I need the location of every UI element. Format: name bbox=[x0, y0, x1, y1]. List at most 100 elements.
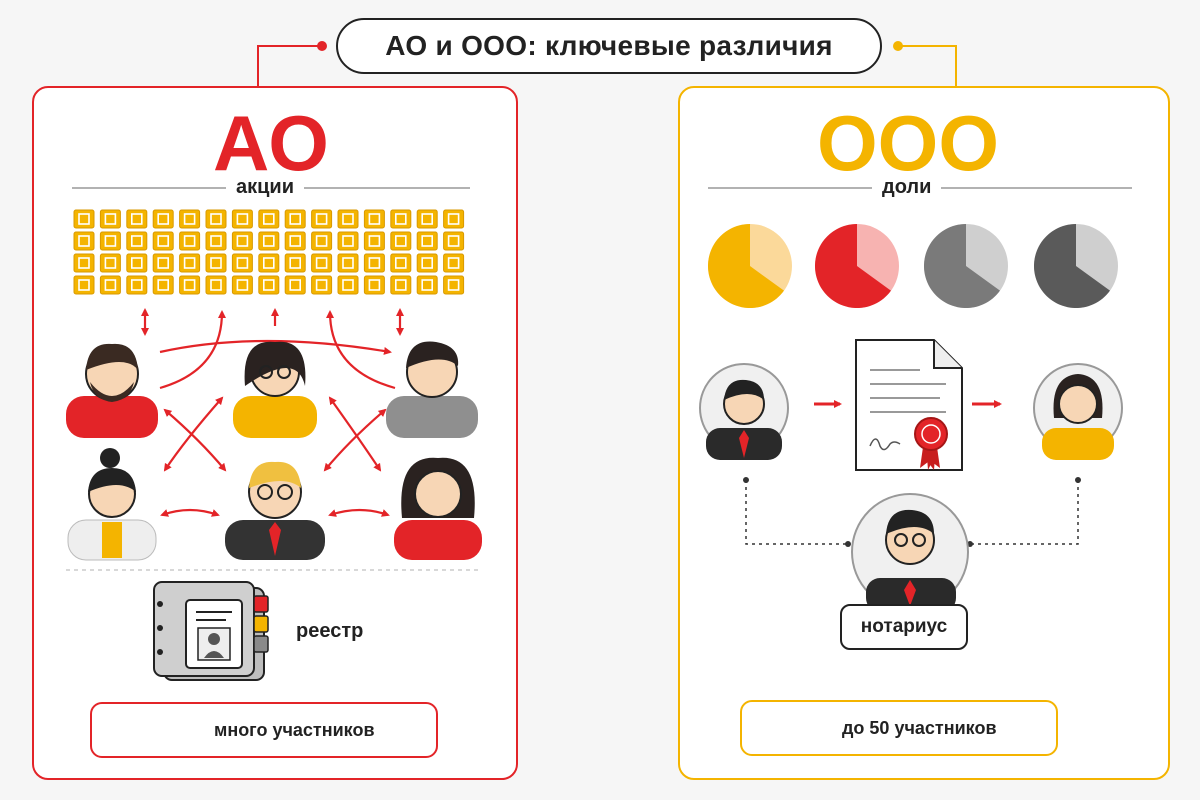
share-icon bbox=[152, 275, 174, 295]
share-icon-inner bbox=[315, 279, 328, 291]
share-icon-inner bbox=[157, 213, 169, 225]
share-icon-inner bbox=[421, 235, 434, 247]
share-icon-inner bbox=[236, 235, 249, 247]
ao-interaction-arrows bbox=[141, 308, 404, 517]
share-icon-inner bbox=[342, 257, 354, 269]
share-icon-inner bbox=[210, 257, 222, 269]
share-icon-inner bbox=[157, 235, 169, 247]
share-icon bbox=[258, 231, 280, 251]
share-icon-inner bbox=[78, 257, 90, 269]
share-icon bbox=[258, 209, 280, 229]
share-icon bbox=[416, 231, 438, 251]
share-icon-inner bbox=[236, 279, 249, 291]
share-icon bbox=[363, 275, 385, 295]
share-icon bbox=[231, 253, 253, 273]
pie-share-slice bbox=[708, 224, 784, 308]
share-icon bbox=[311, 275, 333, 295]
registry-binder-icon bbox=[153, 581, 269, 681]
share-icon bbox=[152, 231, 174, 251]
share-icon-inner bbox=[131, 257, 143, 269]
share-icon-inner bbox=[368, 279, 381, 291]
share-icon bbox=[152, 209, 174, 229]
share-icon bbox=[416, 253, 438, 273]
share-icon bbox=[179, 275, 201, 295]
ooo-label: ООО bbox=[816, 99, 999, 187]
share-icon-inner bbox=[183, 213, 196, 225]
ao-person-6 bbox=[394, 457, 482, 560]
share-icon-inner bbox=[289, 235, 302, 247]
share-icon-inner bbox=[131, 235, 143, 247]
share-icon bbox=[126, 231, 148, 251]
share-icon-inner bbox=[447, 213, 460, 225]
share-icon-inner bbox=[447, 257, 460, 269]
share-icon bbox=[126, 209, 148, 229]
share-icon-inner bbox=[78, 213, 90, 225]
share-icon-inner bbox=[236, 257, 249, 269]
ooo-person-buyer bbox=[1033, 363, 1123, 460]
share-icon bbox=[311, 231, 333, 251]
share-icon-inner bbox=[315, 257, 328, 269]
share-icon-inner bbox=[289, 257, 302, 269]
share-icon-inner bbox=[78, 279, 90, 291]
share-icon-inner bbox=[262, 235, 275, 247]
share-icon bbox=[179, 231, 201, 251]
shares-grid bbox=[73, 209, 465, 295]
ooo-person-seller bbox=[699, 363, 789, 460]
share-icon-inner bbox=[183, 257, 196, 269]
share-icon-inner bbox=[289, 279, 302, 291]
share-icon bbox=[337, 209, 359, 229]
share-icon bbox=[231, 275, 253, 295]
share-icon-inner bbox=[394, 257, 407, 269]
share-icon bbox=[311, 209, 333, 229]
ao-person-4 bbox=[67, 448, 157, 561]
share-icon bbox=[231, 209, 253, 229]
share-icon-inner bbox=[315, 213, 328, 225]
share-icon-inner bbox=[210, 235, 222, 247]
share-icon-inner bbox=[131, 279, 143, 291]
share-icon bbox=[179, 253, 201, 273]
share-icon-inner bbox=[131, 213, 143, 225]
share-icon bbox=[205, 209, 227, 229]
share-icon bbox=[99, 209, 121, 229]
share-icon-inner bbox=[368, 257, 381, 269]
share-icon bbox=[179, 209, 201, 229]
share-icon-inner bbox=[78, 235, 90, 247]
share-icon-inner bbox=[368, 213, 381, 225]
share-icon-inner bbox=[104, 235, 117, 247]
share-icon-inner bbox=[210, 213, 222, 225]
share-icon bbox=[152, 253, 174, 273]
share-icon bbox=[337, 231, 359, 251]
share-icon-inner bbox=[315, 235, 328, 247]
title-connectors bbox=[257, 41, 957, 86]
share-icon bbox=[416, 275, 438, 295]
ooo-footer-text: до 50 участников bbox=[842, 717, 997, 738]
share-icon-inner bbox=[289, 213, 302, 225]
share-icon bbox=[258, 253, 280, 273]
ao-person-3 bbox=[386, 341, 478, 438]
share-icon-inner bbox=[262, 213, 275, 225]
pie-share-slice bbox=[814, 224, 891, 308]
share-icon bbox=[363, 253, 385, 273]
share-icon-inner bbox=[394, 235, 407, 247]
ao-person-2 bbox=[233, 341, 317, 438]
share-icon bbox=[73, 275, 95, 295]
share-icon bbox=[205, 253, 227, 273]
share-icon bbox=[99, 231, 121, 251]
share-icon-inner bbox=[342, 235, 354, 247]
share-icon bbox=[363, 231, 385, 251]
ao-label: АО bbox=[213, 99, 329, 187]
share-icon bbox=[205, 275, 227, 295]
ao-footer-text: много участников bbox=[214, 719, 375, 740]
share-icon-inner bbox=[262, 279, 275, 291]
ooo-share-pies bbox=[708, 224, 1118, 308]
document-seal-icon bbox=[855, 339, 963, 471]
share-icon-inner bbox=[236, 213, 249, 225]
registry-label: реестр bbox=[296, 620, 364, 642]
share-icon-inner bbox=[157, 257, 169, 269]
share-icon bbox=[284, 275, 306, 295]
ooo-sublabel: доли bbox=[872, 176, 942, 199]
share-icon-inner bbox=[368, 235, 381, 247]
share-icon bbox=[258, 275, 280, 295]
share-icon bbox=[416, 209, 438, 229]
